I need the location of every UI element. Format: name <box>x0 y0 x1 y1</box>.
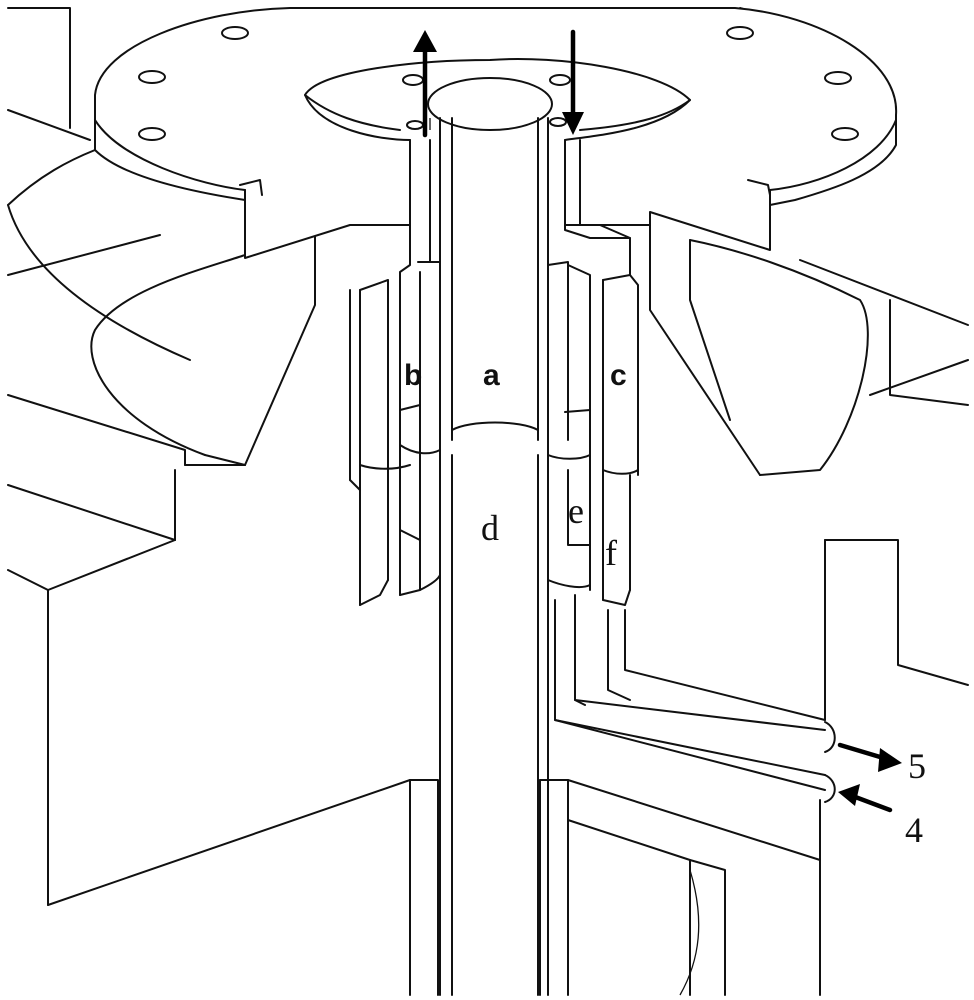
label-d: d <box>481 508 499 548</box>
label-a: a <box>483 359 500 392</box>
central-bore <box>430 118 548 995</box>
port-5-arrow <box>840 745 902 772</box>
port-4-arrow <box>838 784 890 810</box>
label-b: b <box>404 359 422 392</box>
label-port-4: 4 <box>905 810 923 850</box>
side-channels <box>555 595 835 802</box>
left-cone <box>91 230 315 465</box>
flange <box>95 8 896 258</box>
label-f: f <box>605 533 617 573</box>
label-port-5: 5 <box>908 746 926 786</box>
right-cone <box>650 215 868 475</box>
label-e: e <box>568 491 584 531</box>
label-c: c <box>610 359 627 392</box>
